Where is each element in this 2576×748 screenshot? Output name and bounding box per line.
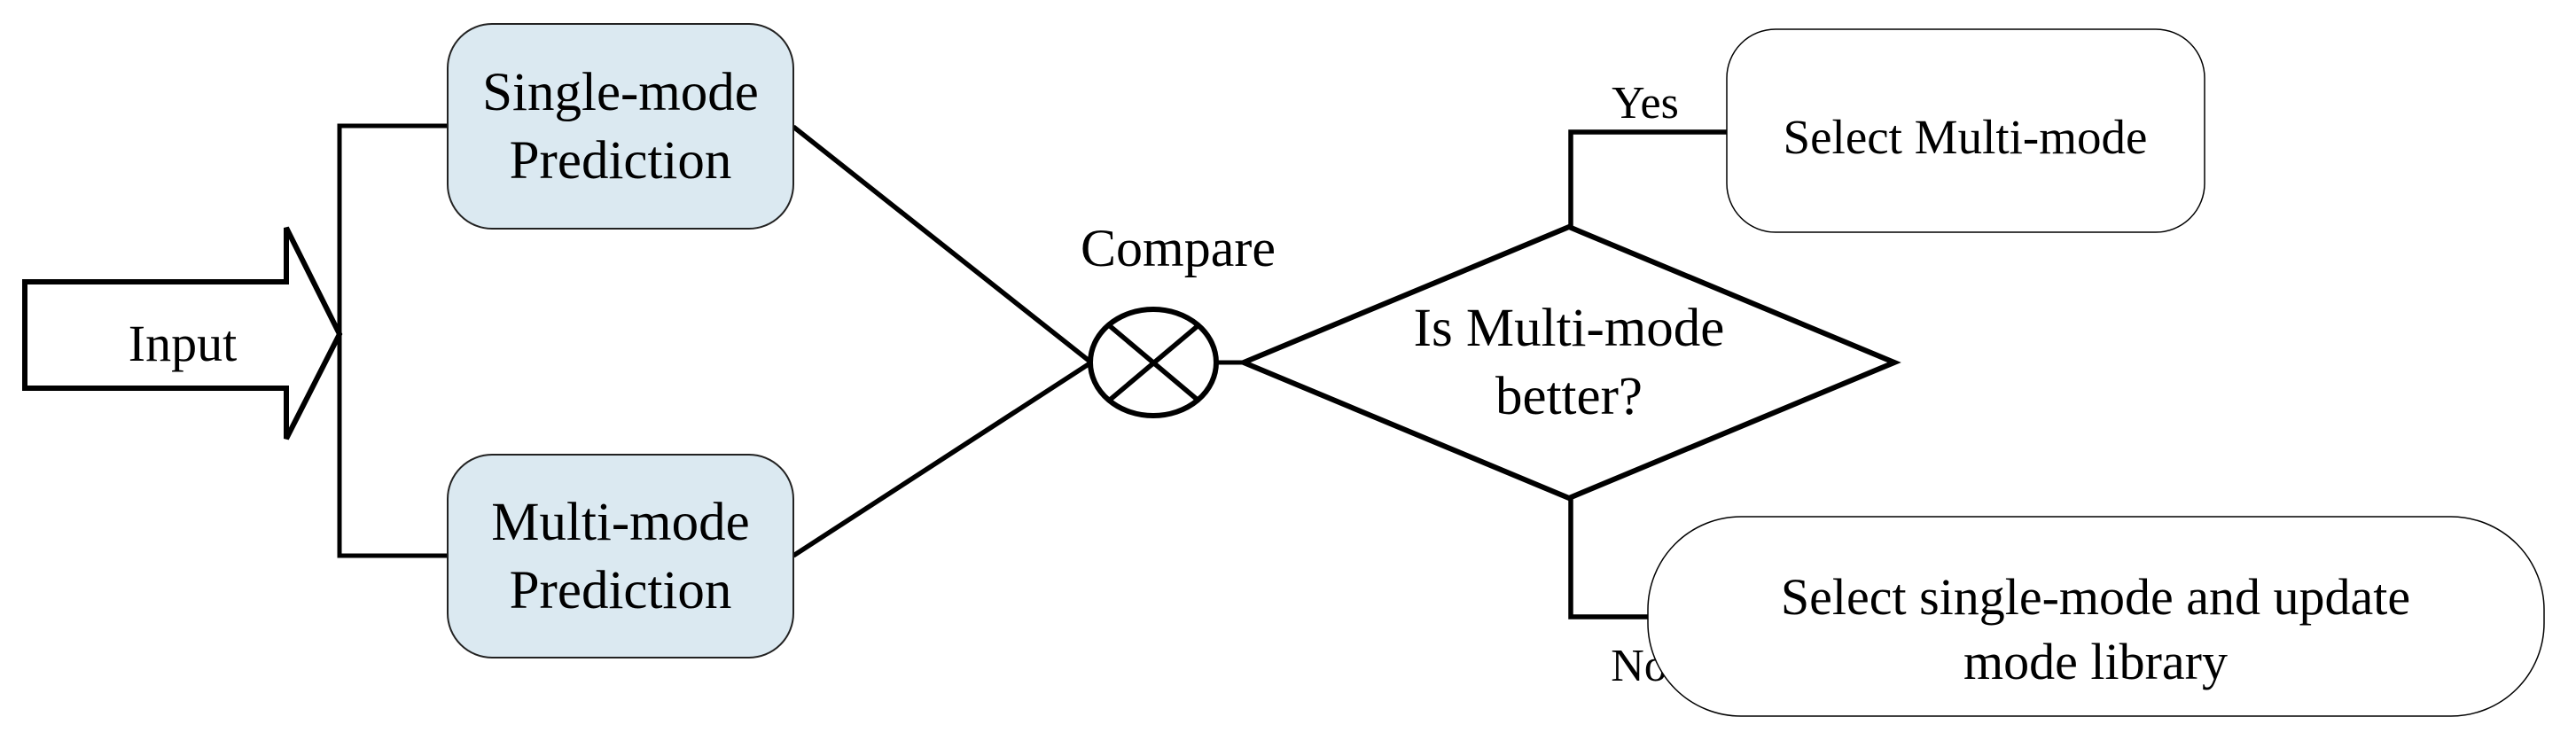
yes-branch-line (1568, 129, 1727, 227)
no-branch-line (1568, 498, 1648, 619)
single-mode-prediction-label-line1: Single-mode (482, 63, 759, 122)
select-single-mode-label-line2: mode library (1963, 633, 2228, 690)
decision-label-line1: Is Multi-mode (1414, 299, 1725, 358)
yes-branch-label: Yes (1612, 78, 1679, 129)
multi-mode-prediction-label-line1: Multi-mode (491, 493, 749, 552)
single-mode-prediction-label-line2: Prediction (510, 131, 732, 191)
single-to-compare-line (792, 124, 1093, 365)
compare-label: Compare (1081, 219, 1276, 277)
decision-diamond (1237, 223, 1901, 502)
select-single-mode-box (1647, 516, 2545, 717)
compare-x-stroke-2 (1107, 323, 1200, 403)
single-mode-prediction-box (447, 23, 794, 230)
multi-to-compare-line (792, 360, 1093, 558)
input-arrow-shape (22, 226, 343, 440)
select-multi-mode-box (1726, 28, 2205, 233)
select-multi-mode-label: Select Multi-mode (1784, 110, 2148, 164)
decision-label-line2: better? (1495, 367, 1643, 426)
multi-mode-prediction-box (447, 454, 794, 658)
input-label: Input (129, 315, 237, 372)
input-branch-line (337, 123, 449, 558)
select-single-mode-label-line1: Select single-mode and update (1781, 568, 2410, 626)
compare-junction-icon (1088, 307, 1219, 418)
multi-mode-prediction-label-line2: Prediction (510, 561, 732, 620)
